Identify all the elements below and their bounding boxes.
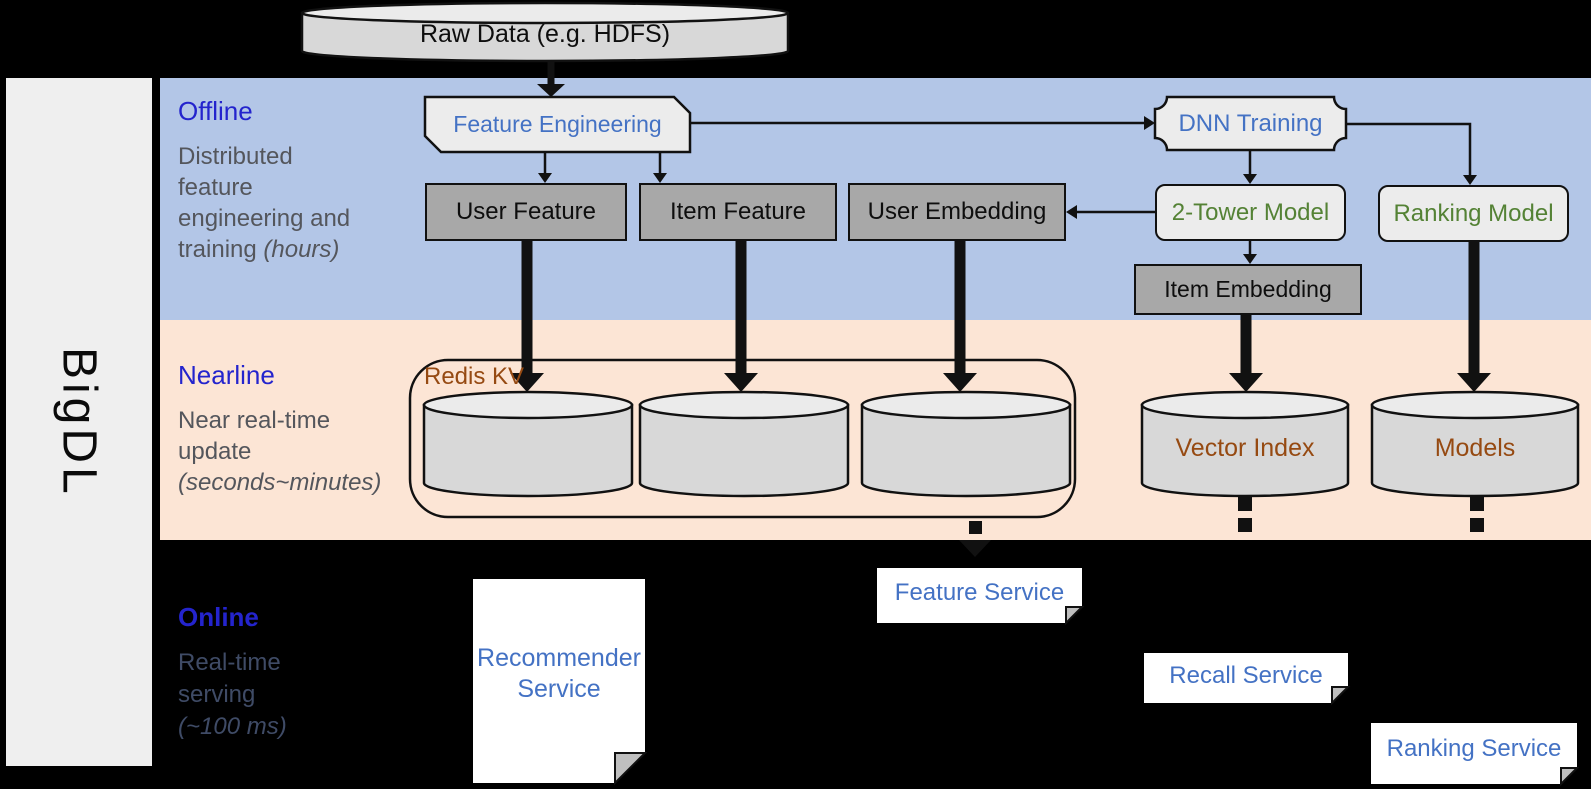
recall-service-label: Recall Service: [1169, 662, 1323, 689]
item-feature-label: Item Feature: [669, 198, 807, 225]
ranking-model-node: Ranking Model: [1378, 185, 1569, 242]
dnn-training-label: DNN Training: [1178, 109, 1323, 137]
item-feature-node: Item Feature: [639, 183, 837, 241]
ranking-model-label: Ranking Model: [1393, 199, 1554, 227]
bigdl-logo-text: BigDL: [52, 346, 106, 498]
user-embedding-label: User Embedding: [867, 198, 1047, 225]
recommender-service-label: Recommender Service: [477, 644, 641, 703]
user-embedding-node: User Embedding: [848, 183, 1066, 241]
ranking-service-label: Ranking Service: [1386, 735, 1562, 762]
user-feature-label: User Feature: [455, 198, 597, 225]
nearline-subtitle: Near real-time update (seconds~minutes): [178, 407, 382, 496]
user-feature-node: User Feature: [425, 183, 627, 241]
offline-title: Offline: [178, 96, 253, 126]
vector-index-label: Vector Index: [1175, 433, 1315, 462]
two-tower-model-label: 2-Tower Model: [1171, 198, 1330, 226]
redis-kv-label: Redis KV: [424, 363, 525, 390]
item-embedding-label: Item Embedding: [1164, 276, 1332, 302]
online-title: Online: [178, 602, 259, 632]
feature-service-label: Feature Service: [894, 579, 1065, 606]
bigdl-sidebar: BigDL: [6, 78, 152, 766]
offline-band-label: Offline Distributed feature engineering …: [178, 96, 350, 265]
raw-data-label: Raw Data (e.g. HDFS): [419, 19, 671, 48]
offline-subtitle: Distributed feature engineering and trai…: [178, 143, 351, 263]
models-label: Models: [1434, 433, 1516, 462]
nearline-title: Nearline: [178, 360, 275, 390]
online-band-label: Online Real-time serving (~100 ms): [178, 602, 287, 743]
two-tower-model-node: 2-Tower Model: [1155, 184, 1346, 241]
feature-engineering-label: Feature Engineering: [453, 111, 662, 137]
online-subtitle: Real-time serving (~100 ms): [178, 649, 287, 740]
nearline-band-label: Nearline Near real-time update (seconds~…: [178, 360, 381, 498]
item-embedding-node: Item Embedding: [1134, 264, 1362, 315]
